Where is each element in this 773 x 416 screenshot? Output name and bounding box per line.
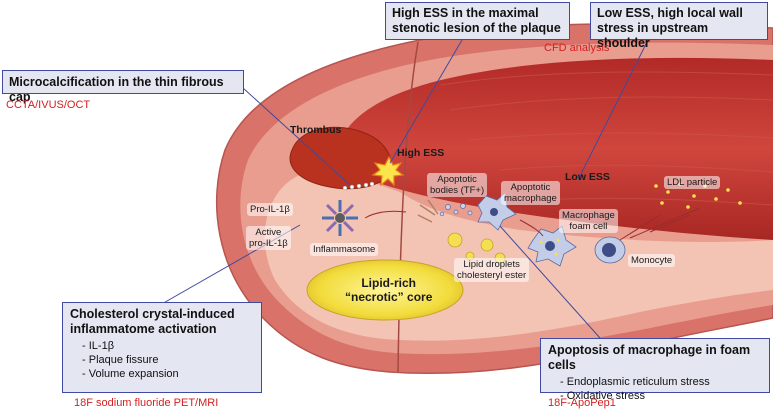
label-ldl-particle: LDL particle [664,176,721,189]
callout-low-ess: Low ESS, high local wall stress in upstr… [590,2,768,50]
label-core-line1: Lipid-rich [361,276,417,290]
label-foam-cell-line1: Macrophage [562,210,615,221]
foam-cell [527,225,577,267]
modality-pet-mri: 18F sodium fluoride PET/MRI [74,397,219,409]
callout-apoptosis: Apoptosis of macrophage in foam cells En… [540,338,770,402]
cholesterol-bullet-il1b: IL-1β [82,339,254,353]
cholesterol-bullet-fissure: Plaque fissure [82,353,254,367]
label-active-pro-il1b: Active pro-IL-1β [246,226,291,250]
label-apoptotic-macrophage: Apoptotic macrophage [501,181,560,205]
label-apoptotic-bodies: Apoptotic bodies (TF+) [427,173,488,197]
callout-cholesterol-line1: Cholesterol crystal-induced [70,307,235,321]
callout-cholesterol-line2: inflammatome activation [70,322,217,336]
cholesterol-bullet-volume: Volume expansion [82,367,254,381]
label-monocyte: Monocyte [628,254,676,267]
apoptosis-bullet-er-stress: Endoplasmic reticulum stress [560,375,762,389]
label-foam-cell-line2: foam cell [569,221,608,232]
callout-high-ess: High ESS in the maximal stenotic lesion … [385,2,570,40]
label-high-ess: High ESS [397,147,445,159]
label-core-line2: “necrotic” core [345,290,433,304]
microcalcification [342,181,375,191]
callout-apoptosis-title: Apoptosis of macrophage in foam cells [548,343,751,372]
label-apoptotic-macrophage-line2: macrophage [504,193,557,204]
callout-microcalcification: Microcalcification in the thin fibrous c… [2,70,244,104]
necrotic-core [306,259,464,321]
label-apoptotic-bodies-line1: Apoptotic [437,174,477,185]
label-lipid-droplets-line1: Lipid droplets [463,259,520,270]
callout-microcalcification-text: Microcalcification in the thin fibrous c… [9,75,224,104]
modality-cfd: CFD analysis [544,42,610,54]
label-foam-cell: Macrophage foam cell [559,209,618,233]
inflammasome-structure [322,200,358,236]
label-lipid-droplets: Lipid droplets cholesteryl ester [454,258,530,282]
apoptosis-bullet-oxidative: Oxidative stress [560,389,762,403]
modality-apopep: 18F-ApoPep1 [548,397,616,409]
label-low-ess: Low ESS [565,171,610,183]
callout-low-ess-line1: Low ESS, high local wall [597,6,743,20]
callout-high-ess-line1: High ESS in the maximal [392,6,539,20]
callout-high-ess-line2: stenotic lesion of the plaque [392,21,561,35]
label-thrombus: Thrombus [290,124,342,136]
label-active-line2: pro-IL-1β [249,238,288,249]
label-lipid-droplets-line2: cholesteryl ester [457,270,527,281]
callout-low-ess-line2: stress in upstream shoulder [597,21,709,50]
label-apoptotic-bodies-line2: bodies (TF+) [430,185,485,196]
label-active-line1: Active [255,227,282,238]
label-necrotic-core: Lipid-rich “necrotic” core [345,276,432,304]
label-inflammasome: Inflammasome [310,243,379,256]
monocyte-cell [594,236,626,264]
plaque-fissure-burst [371,155,405,187]
label-pro-il1b: Pro-IL-1β [247,203,293,216]
callout-cholesterol: Cholesterol crystal-induced inflammatome… [62,302,262,393]
label-apoptotic-macrophage-line1: Apoptotic [510,182,551,193]
apoptotic-macrophage-cell [477,192,517,231]
modality-ccta: CCTA/IVUS/OCT [6,99,91,111]
